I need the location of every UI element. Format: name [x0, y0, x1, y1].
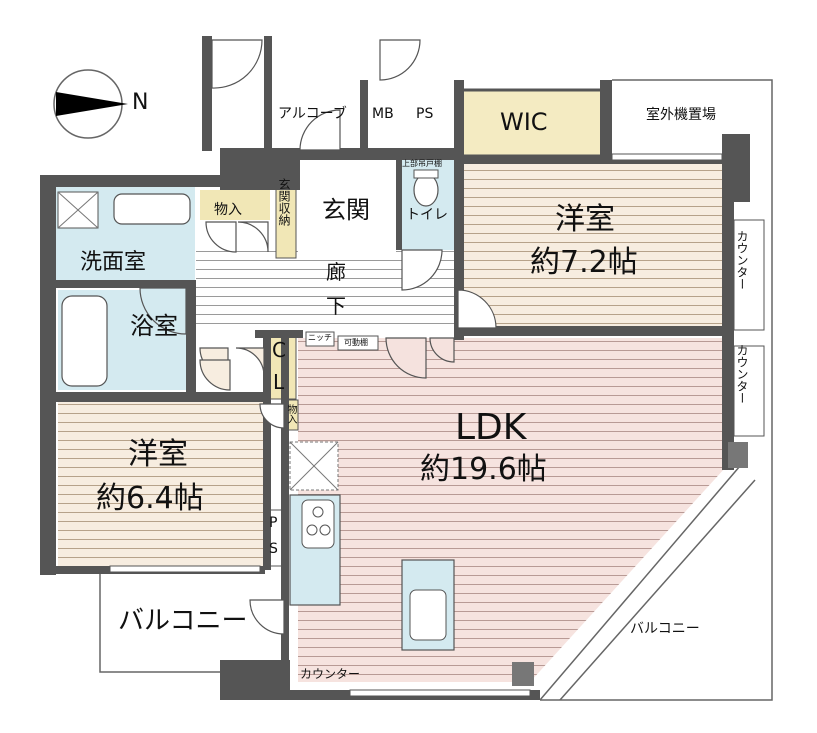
cooktop-icon	[301, 499, 335, 549]
label-wardrobe-hanger: 上部吊戸棚	[402, 159, 442, 168]
label-ldk-area: 約19.6帖	[420, 452, 547, 487]
label-ps-top: PS	[416, 106, 434, 122]
label-balcony-left: バルコニー	[118, 606, 248, 636]
label-mb: MB	[372, 106, 394, 122]
bathtub-icon	[61, 295, 108, 387]
niche-box	[305, 331, 335, 347]
toilet-tank-icon	[413, 169, 439, 179]
label-corridor-b: 下	[326, 294, 346, 318]
label-counter-r1: カウンター	[735, 230, 749, 290]
label-counter-bottom: カウンター	[300, 667, 361, 681]
toilet-bowl-icon	[413, 173, 439, 207]
label-western1-area: 約7.2帖	[530, 245, 638, 280]
label-outdoor-unit: 室外機置場	[646, 107, 716, 123]
label-western2-area: 約6.4帖	[96, 481, 204, 516]
label-entrance: 玄関	[322, 196, 370, 224]
label-ps-s: S	[269, 541, 278, 557]
walls	[40, 36, 750, 700]
compass-icon	[53, 69, 128, 139]
compass-label: N	[132, 90, 149, 115]
balcony-outline	[99, 79, 773, 701]
western-room-2	[58, 402, 263, 567]
label-cl-c: C	[272, 338, 286, 362]
label-washroom: 洗面室	[80, 250, 147, 275]
windows	[109, 153, 765, 697]
label-niche: ニッチ	[308, 333, 332, 342]
storage-top	[200, 190, 270, 220]
label-storage-top: 物入	[214, 202, 242, 218]
sink-icon	[113, 193, 191, 225]
label-storage-small: 物入	[285, 404, 296, 424]
label-ldk-name: LDK	[455, 407, 527, 448]
label-ps-p: P	[269, 515, 278, 531]
wic-room	[458, 88, 607, 158]
label-counter-r2: カウンター	[735, 344, 749, 404]
label-cl-l: L	[273, 370, 285, 394]
label-alcove: アルコーブ	[278, 106, 347, 122]
western-room-1	[460, 162, 724, 326]
entrance-room	[298, 160, 396, 252]
movable-shelf-box	[337, 335, 379, 351]
label-shoe-storage: 玄関収納	[277, 178, 291, 226]
label-bath-1: 浴室	[130, 312, 178, 340]
door-swings	[139, 39, 497, 635]
label-movable-shelf: 可動棚	[344, 338, 368, 347]
label-toilet: トイレ	[406, 207, 448, 223]
label-western2-name: 洋室	[128, 437, 188, 472]
label-western1-name: 洋室	[555, 202, 615, 237]
kitchen-sink-icon	[409, 589, 447, 641]
label-balcony-right: バルコニー	[630, 621, 700, 637]
label-wic: WIC	[500, 108, 548, 136]
label-corridor-a: 廊	[326, 260, 346, 284]
